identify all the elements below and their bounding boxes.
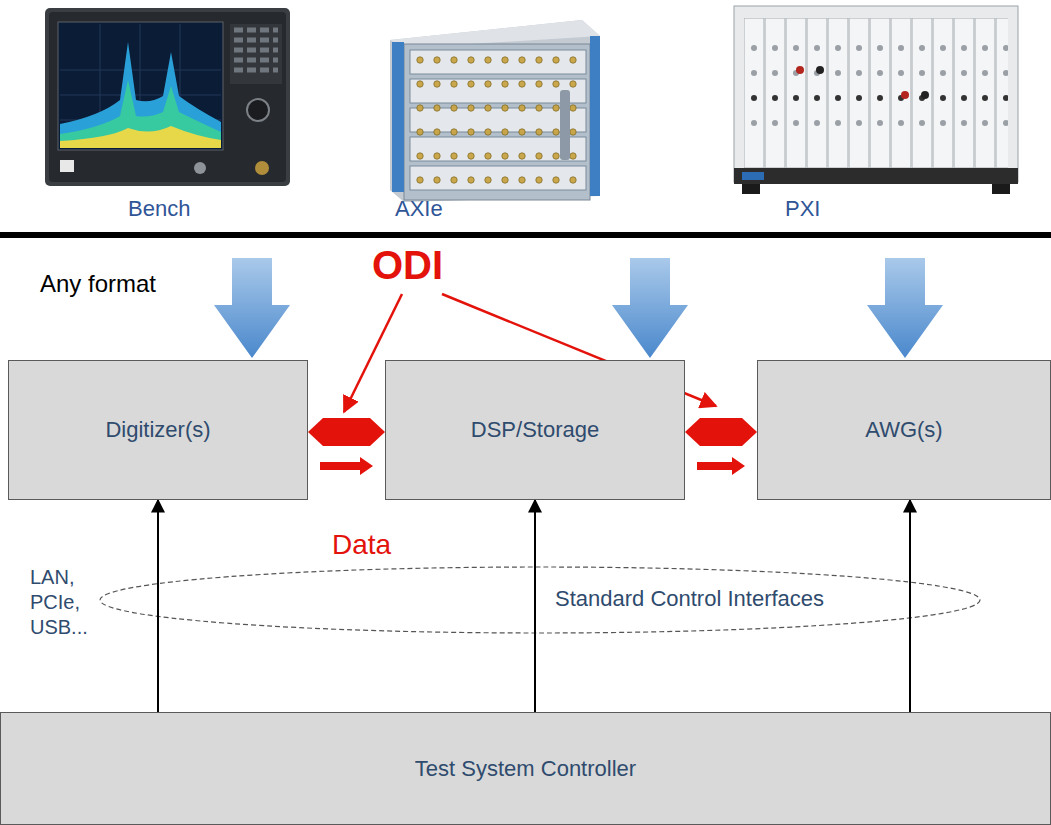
box-label: Test System Controller (415, 756, 636, 782)
box-label: Digitizer(s) (105, 417, 210, 443)
input-label: Any format (40, 270, 156, 299)
odi-connector (685, 418, 757, 446)
process-box: Digitizer(s) (8, 360, 308, 500)
input-arrow (612, 258, 688, 358)
odi-connector (308, 418, 385, 446)
box-label: AWG(s) (865, 417, 942, 443)
data-label: Data (332, 528, 391, 562)
input-arrow (867, 258, 943, 358)
interface-label: Standard Control Interfaces (555, 586, 824, 612)
process-box: AWG(s) (757, 360, 1051, 500)
control-arrow (157, 500, 159, 712)
axie-chassis (390, 20, 600, 202)
interface-title: ODI (372, 241, 443, 289)
form-factor-label: PXI (785, 196, 820, 222)
pxi-chassis (734, 6, 1018, 194)
box-label: DSP/Storage (471, 417, 599, 443)
control-arrow (909, 500, 911, 712)
form-factor-label: AXIe (395, 196, 443, 222)
bench-instrument (45, 8, 290, 186)
interface-ellipse (100, 567, 980, 633)
interface-list: LAN, PCIe, USB... (30, 565, 88, 640)
data-arrow (697, 457, 745, 475)
form-factor-label: Bench (128, 196, 190, 222)
input-arrow (214, 258, 290, 358)
data-arrow (320, 457, 373, 475)
process-box: DSP/Storage (385, 360, 685, 500)
controller-box: Test System Controller (0, 712, 1051, 825)
control-arrow (534, 500, 536, 712)
separator-line (0, 232, 1051, 238)
